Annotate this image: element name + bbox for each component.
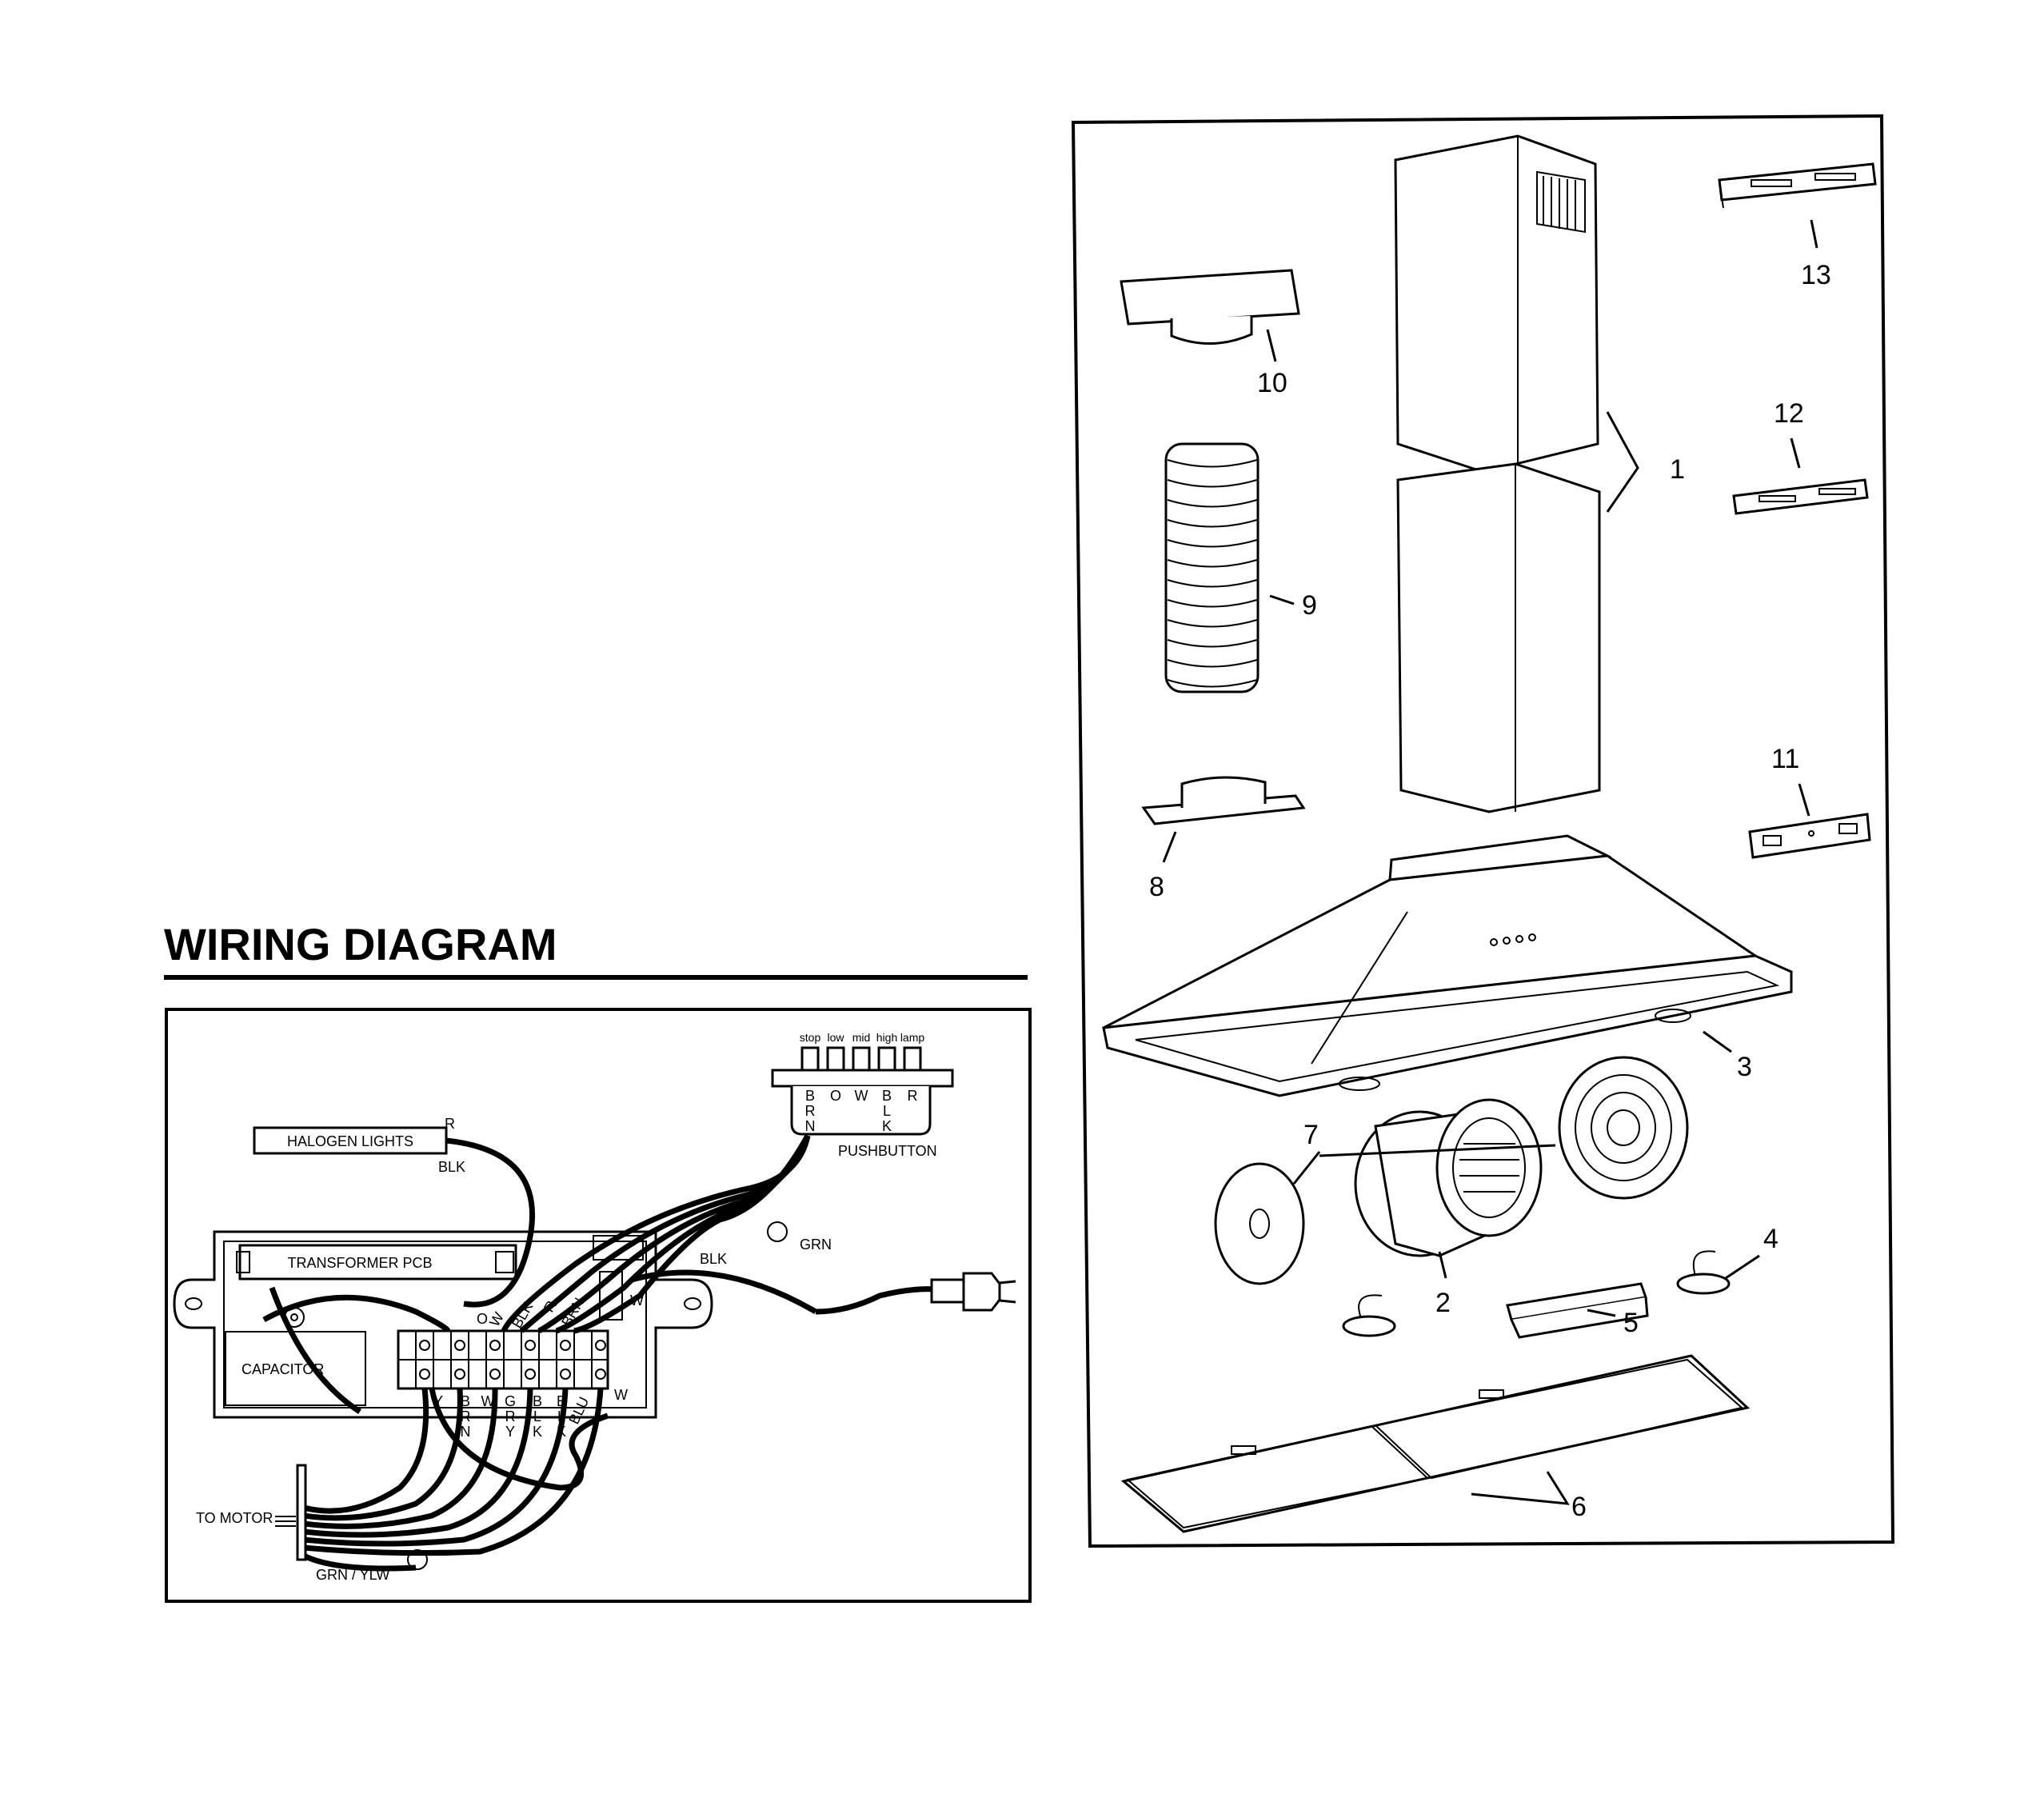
leader-7b [1319, 1144, 1556, 1157]
button-high-label: high [876, 1031, 897, 1044]
bracket-11 [1748, 813, 1871, 859]
leader-6 [1471, 1471, 1570, 1505]
part-label-6: 6 [1571, 1492, 1587, 1522]
charcoal-filter [1214, 1162, 1305, 1285]
ground-ring-icon [407, 1549, 428, 1570]
button-lamp-label: lamp [900, 1031, 925, 1044]
cord-blk-label: BLK [700, 1251, 727, 1267]
part-label-11: 11 [1771, 744, 1799, 774]
leader-9 [1269, 594, 1295, 605]
pb-wire-r: R [908, 1088, 918, 1104]
halogen-lamp [1676, 1250, 1731, 1295]
halogen-lights-label: HALOGEN LIGHTS [287, 1133, 413, 1149]
wire-label-w: W [481, 1393, 495, 1409]
leader-11 [1798, 783, 1810, 817]
transition-plate [1141, 776, 1306, 825]
grease-filters [1120, 1354, 1751, 1533]
power-plug [930, 1272, 1016, 1312]
part-label-13: 13 [1801, 260, 1831, 290]
capacitor-label: CAPACITOR [242, 1361, 324, 1377]
leader-8 [1162, 831, 1177, 863]
flex-duct [1164, 442, 1260, 693]
wire-label-y: Y [433, 1393, 443, 1409]
duct-collar [1120, 269, 1300, 346]
transformer-pcb-label: TRANSFORMER PCB [287, 1255, 432, 1271]
leader-10 [1266, 329, 1277, 362]
bottom-w-label: W [614, 1387, 628, 1403]
chimney-lower [1396, 462, 1601, 813]
halogen-lights: HALOGEN LIGHTS R BLK [253, 1116, 465, 1175]
part-label-12: 12 [1774, 398, 1804, 429]
to-motor-label: TO MOTOR [196, 1510, 273, 1526]
blower-grill [1558, 1056, 1689, 1200]
terminal-strip [1506, 1282, 1649, 1339]
part-label-2: 2 [1435, 1288, 1451, 1318]
part-label-10: 10 [1257, 368, 1287, 398]
grn-label: GRN [800, 1237, 832, 1253]
pb-wire-w: W [855, 1088, 868, 1104]
part-label-8: 8 [1149, 872, 1164, 902]
halogen-lamp [1342, 1294, 1396, 1337]
leader-12 [1790, 438, 1801, 469]
leader-13 [1810, 219, 1818, 249]
leader-1 [1606, 411, 1639, 513]
bracket-12 [1732, 478, 1869, 515]
leader-4 [1725, 1254, 1760, 1280]
hood-canopy [1102, 834, 1793, 1097]
bracket-13 [1718, 162, 1877, 209]
leader-2 [1438, 1251, 1447, 1279]
ground-ring-icon [767, 1221, 788, 1242]
part-label-7: 7 [1303, 1120, 1319, 1150]
button-mid-label: mid [852, 1031, 871, 1044]
button-stop-label: stop [800, 1031, 821, 1044]
chimney-upper [1394, 134, 1599, 480]
part-label-1: 1 [1670, 454, 1685, 485]
wire-harness [262, 1134, 936, 1572]
leader-7a [1292, 1151, 1321, 1185]
leader-3 [1703, 1030, 1732, 1053]
upper-wire-o: O [477, 1311, 488, 1327]
leader-5 [1587, 1309, 1616, 1317]
halogen-blk-label: BLK [438, 1159, 465, 1175]
halogen-r-label: R [445, 1116, 455, 1132]
motor-connector: TO MOTOR GRN / YLW [196, 1464, 428, 1583]
wiring-diagram-title: WIRING DIAGRAM [164, 919, 557, 969]
pb-wire-o: O [830, 1088, 841, 1104]
part-label-5: 5 [1623, 1308, 1639, 1338]
grn-ylw-label: GRN / YLW [316, 1567, 389, 1583]
button-low-label: low [827, 1031, 844, 1044]
pushbutton-label: PUSHBUTTON [838, 1143, 937, 1159]
part-label-9: 9 [1302, 590, 1317, 621]
part-label-4: 4 [1763, 1224, 1779, 1254]
part-label-3: 3 [1737, 1052, 1752, 1082]
